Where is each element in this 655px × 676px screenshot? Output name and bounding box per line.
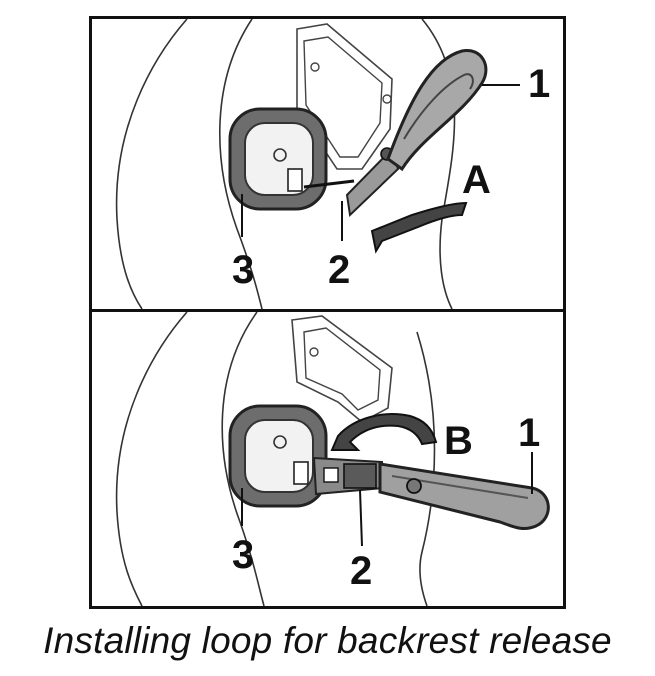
- bracket-hole: [310, 348, 318, 356]
- callout-release: 3: [232, 248, 254, 292]
- seat-contour-line: [117, 312, 187, 606]
- loop-strap: [380, 464, 548, 529]
- backrest-release-button: [230, 406, 326, 506]
- callout-clip: 2: [328, 248, 350, 292]
- callout-step: A: [462, 158, 491, 202]
- step-a-illustration: 1 A 3 2: [92, 19, 563, 309]
- callout-step: B: [444, 419, 473, 463]
- bracket-hole: [383, 95, 391, 103]
- loop-strap: [388, 50, 486, 169]
- installation-step-a-panel: 1 A 3 2: [89, 16, 566, 312]
- backrest-release-button: [230, 109, 326, 209]
- callout-release: 3: [232, 533, 254, 577]
- loop-clip: [314, 458, 384, 494]
- seat-contour-line: [117, 19, 187, 309]
- step-b-illustration: B 1 3 2: [92, 312, 563, 606]
- direction-arrow-a: [372, 203, 466, 251]
- seat-bracket-outline: [304, 328, 380, 410]
- callout-loop: 1: [528, 62, 550, 106]
- direction-arrow-b: [332, 414, 436, 450]
- callout-clip: 2: [350, 549, 372, 593]
- callout-leader-line: [360, 490, 362, 546]
- bracket-hole: [311, 63, 319, 71]
- callout-loop: 1: [518, 411, 540, 455]
- installation-step-b-panel: B 1 3 2: [89, 309, 566, 609]
- figure-caption: Installing loop for backrest release: [0, 620, 655, 662]
